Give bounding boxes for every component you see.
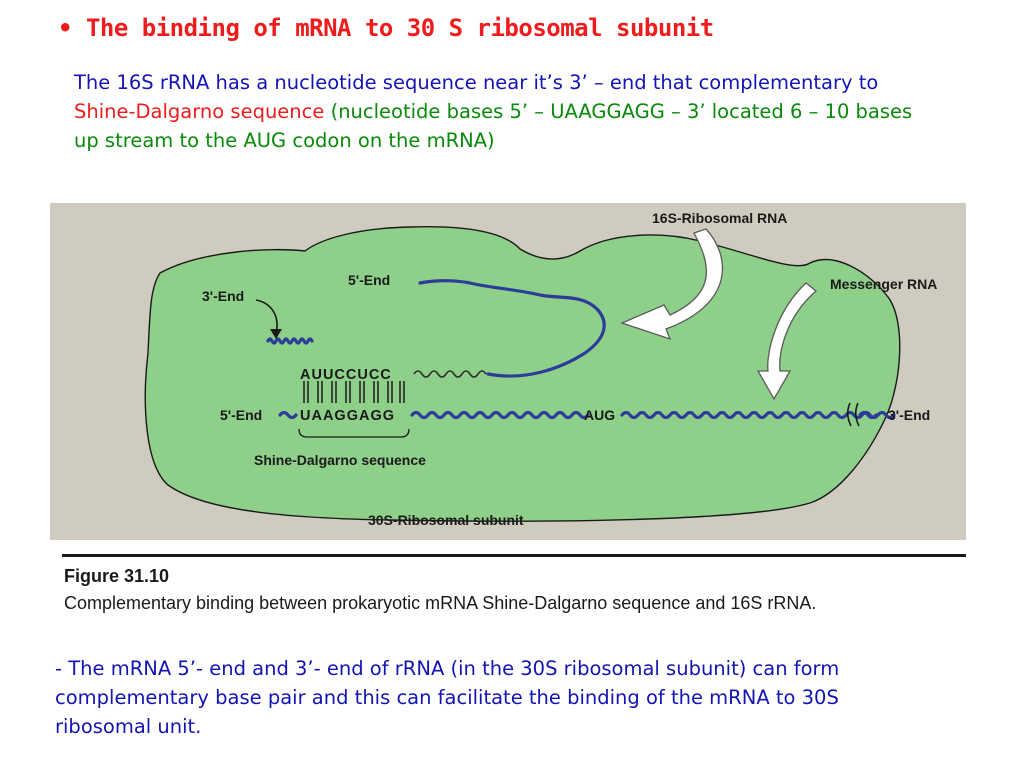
mrna-5-end-label: 5'-End <box>220 407 262 423</box>
figure-caption: Complementary binding between prokaryoti… <box>64 593 817 613</box>
mrna-strand-middle <box>410 410 590 420</box>
rrna-16s-loop <box>418 279 606 378</box>
mrna-break-mark <box>846 402 860 427</box>
subunit-label: 30S-Ribosomal subunit <box>368 512 524 528</box>
rrna-16s-label: 16S-Ribosomal RNA <box>652 210 787 226</box>
mrna-strand-left <box>278 410 298 420</box>
rrna-3-end-strand <box>266 337 314 345</box>
figure-diagram: 16S-Ribosomal RNA Messenger RNA 3'-End 5… <box>50 203 966 540</box>
mrna-callout-arrow <box>756 282 818 401</box>
mrna-strand-tail <box>858 410 878 420</box>
intro-part1: The 16S rRNA has a nucleotide sequence n… <box>74 71 879 94</box>
caption-divider <box>62 554 966 557</box>
rrna-linker <box>413 370 487 378</box>
title-text: The binding of mRNA to 30 S ribosomal su… <box>85 14 714 42</box>
note-paragraph: - The mRNA 5’- end and 3’- end of rRNA (… <box>55 657 840 738</box>
mrna-3-end-label: 3'-End <box>888 407 930 423</box>
three-end-pointer-head <box>270 329 282 339</box>
shine-dalgarno-highlight: Shine-Dalgarno sequence <box>74 100 325 123</box>
title-bullet: • <box>58 14 72 42</box>
mrna-sequence: UAAGGAGG <box>300 408 395 424</box>
aug-codon-label: AUG <box>584 407 615 423</box>
rrna-callout-arrow <box>620 228 724 341</box>
intro-paragraph: The 16S rRNA has a nucleotide sequence n… <box>74 68 924 155</box>
rrna-sequence: AUUCCUCC <box>300 367 392 383</box>
rrna-5-end-label: 5'-End <box>348 272 390 288</box>
slide-title: • The binding of mRNA to 30 S ribosomal s… <box>58 14 714 42</box>
intro-part2: (nucleotide bases 5’ – UAAGGAGG – 3’ loc… <box>74 100 913 152</box>
figure-label: Figure 31.10 <box>64 566 170 586</box>
shine-dalgarno-label: Shine-Dalgarno sequence <box>254 452 426 468</box>
messenger-rna-label: Messenger RNA <box>830 276 937 292</box>
base-pair-bars <box>303 381 405 403</box>
shine-dalgarno-bracket <box>298 428 410 438</box>
rrna-3-end-label: 3'-End <box>202 288 244 304</box>
